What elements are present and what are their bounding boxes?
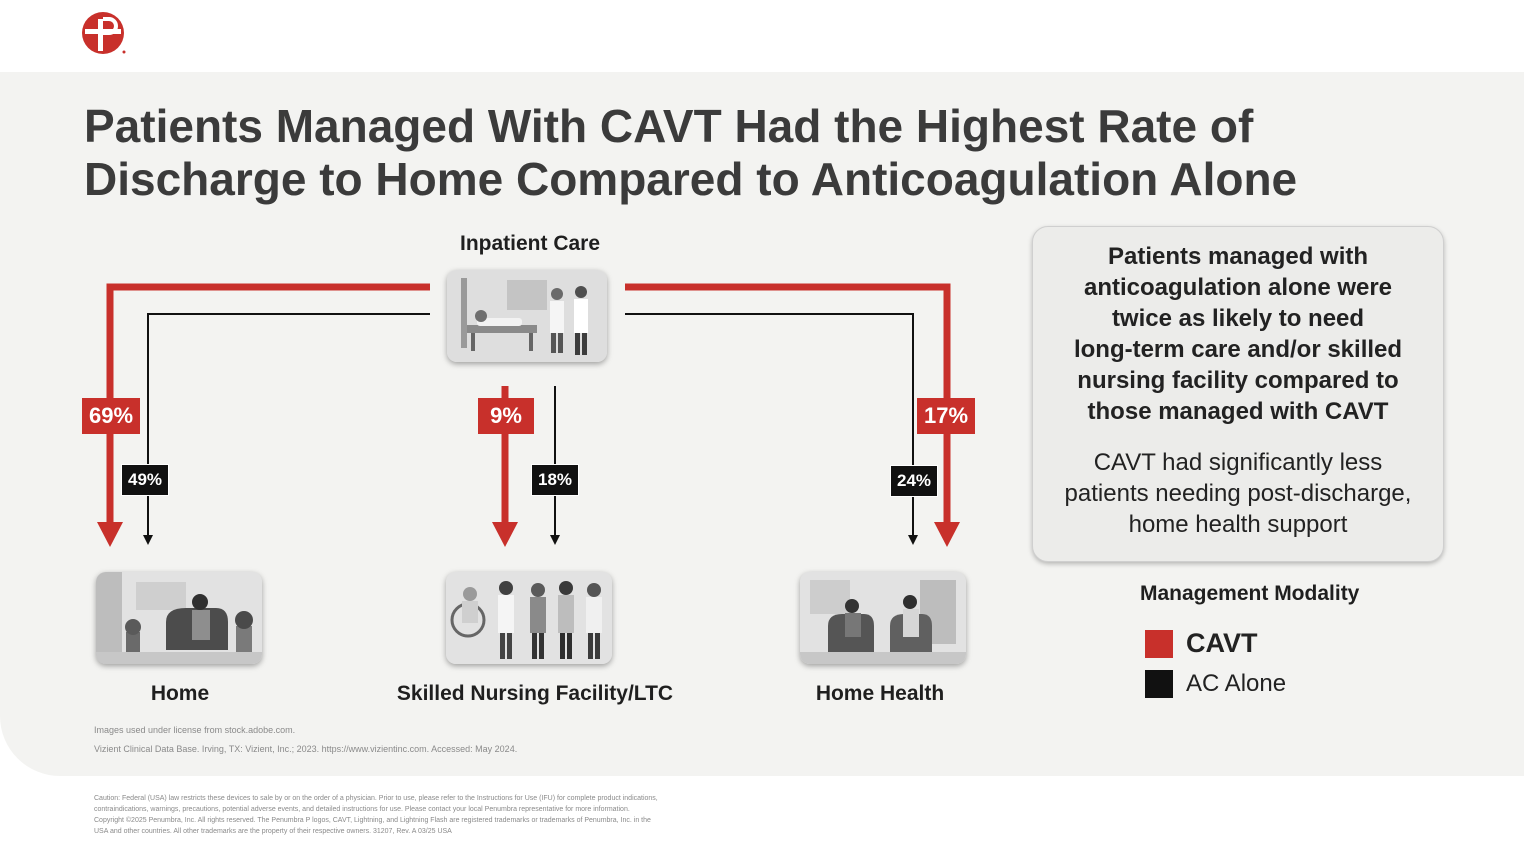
callout-bold-line: long-term care and/or skilled	[1073, 336, 1403, 363]
callout-bold-line: nursing facility compared to	[1077, 367, 1399, 394]
ac-arrowhead-homehealth	[908, 535, 918, 545]
legend-swatch-ac-alone	[1145, 670, 1173, 698]
legend-item-ac-alone: AC Alone	[1145, 670, 1286, 698]
snf-label: Skilled Nursing Facility/LTC	[396, 682, 674, 705]
legend-title: Management Modality	[1140, 582, 1360, 605]
snf-image	[446, 572, 612, 664]
callout-bold-line: twice as likely to need	[1111, 305, 1365, 332]
cavt-arrowhead-snf	[492, 522, 518, 547]
ac-arrowhead-home	[143, 535, 153, 545]
callout-bold-line: Patients managed with	[1107, 243, 1369, 270]
callout-plain-line: patients needing post-discharge,	[1064, 480, 1412, 507]
legend-item-cavt: CAVT	[1145, 628, 1258, 659]
home-label: Home	[150, 682, 210, 705]
inpatient-care-image	[447, 270, 607, 362]
hospital-bed-icon	[447, 270, 607, 362]
source-footnote: Vizient Clinical Data Base. Irving, TX: …	[94, 744, 518, 754]
caution-line: Copyright ©2025 Penumbra, Inc. All right…	[94, 817, 651, 824]
inpatient-care-label: Inpatient Care	[459, 232, 601, 255]
homehealth-cavt-percent: 17%	[917, 398, 975, 434]
legend-label-cavt: CAVT	[1186, 628, 1258, 658]
caution-line: contraindications, warnings, precautions…	[94, 806, 630, 813]
title-line-1: Patients Managed With CAVT Had the Highe…	[84, 100, 1254, 152]
homehealth-ac-percent: 24%	[890, 465, 938, 497]
cavt-path-homehealth	[625, 283, 951, 528]
home-ac-percent: 49%	[121, 464, 169, 496]
callout-plain-line: CAVT had significantly less	[1093, 449, 1383, 476]
penumbra-logo-icon	[82, 12, 126, 54]
home-health-label: Home Health	[815, 682, 945, 705]
callout-bold-line: anticoagulation alone were	[1083, 274, 1393, 301]
caution-line: Caution: Federal (USA) law restricts the…	[94, 795, 658, 802]
cavt-arrowhead-homehealth	[934, 522, 960, 547]
image-credit-footnote: Images used under license from stock.ado…	[94, 725, 296, 735]
legend-swatch-cavt	[1145, 629, 1173, 658]
legend-label-ac-alone: AC Alone	[1186, 670, 1287, 697]
caution-disclaimer: Caution: Federal (USA) law restricts the…	[94, 793, 754, 837]
snf-cavt-percent: 9%	[478, 398, 534, 434]
home-cavt-percent: 69%	[82, 398, 140, 434]
cavt-path-home	[106, 283, 430, 528]
cavt-arrowhead-home	[97, 522, 123, 547]
nursing-staff-icon	[446, 572, 612, 664]
callout-plain-line: home health support	[1128, 511, 1348, 538]
page-title: Patients Managed With CAVT Had the Highe…	[84, 100, 1464, 206]
home-image	[96, 572, 262, 664]
ac-path-home	[147, 313, 430, 538]
callout-bold-line: those managed with CAVT	[1087, 398, 1389, 425]
snf-ac-percent: 18%	[531, 464, 579, 496]
home-armchair-icon	[96, 572, 262, 664]
insight-callout: Patients managed with anticoagulation al…	[1032, 226, 1444, 562]
home-health-image	[800, 572, 966, 664]
callout-plain-text: CAVT had significantly less patients nee…	[1049, 447, 1427, 540]
ac-arrowhead-snf	[550, 535, 560, 545]
home-visit-icon	[800, 572, 966, 664]
caution-line: USA and other countries. All other trade…	[94, 828, 452, 835]
callout-bold-text: Patients managed with anticoagulation al…	[1049, 241, 1427, 427]
title-line-2: Discharge to Home Compared to Anticoagul…	[84, 153, 1298, 205]
ac-path-homehealth	[625, 313, 914, 538]
